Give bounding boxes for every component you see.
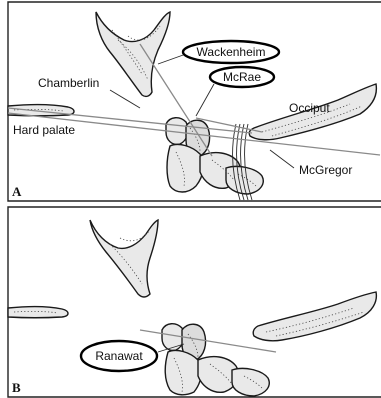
- clivus-bone-b: [90, 220, 158, 297]
- panel-a: Wackenheim McRae Chamberlin Occiput Hard…: [8, 2, 381, 201]
- chamberlin-label: Chamberlin: [38, 76, 99, 90]
- mcgregor-leader: [270, 150, 294, 168]
- mcrae-leader: [196, 84, 214, 116]
- wackenheim-leader: [158, 54, 186, 64]
- ranawat-label: Ranawat: [95, 349, 143, 363]
- c3-body-b: [232, 368, 269, 396]
- mcgregor-label: McGregor: [299, 163, 352, 177]
- hard-palate-bone-b: [8, 307, 68, 318]
- chamberlin-leader: [110, 90, 140, 108]
- wackenheim-label: Wackenheim: [197, 45, 266, 59]
- panel-b: Ranawat B: [8, 207, 381, 397]
- axis-body: [167, 144, 203, 192]
- clivus-bone: [96, 12, 170, 96]
- panel-b-letter: B: [12, 380, 21, 395]
- mcrae-label: McRae: [223, 70, 261, 84]
- occiput-bone-b: [253, 292, 376, 341]
- panel-a-letter: A: [12, 184, 22, 199]
- c3-body: [226, 166, 263, 194]
- hard-palate-label: Hard palate: [13, 123, 75, 137]
- occiput-label: Occiput: [289, 101, 330, 115]
